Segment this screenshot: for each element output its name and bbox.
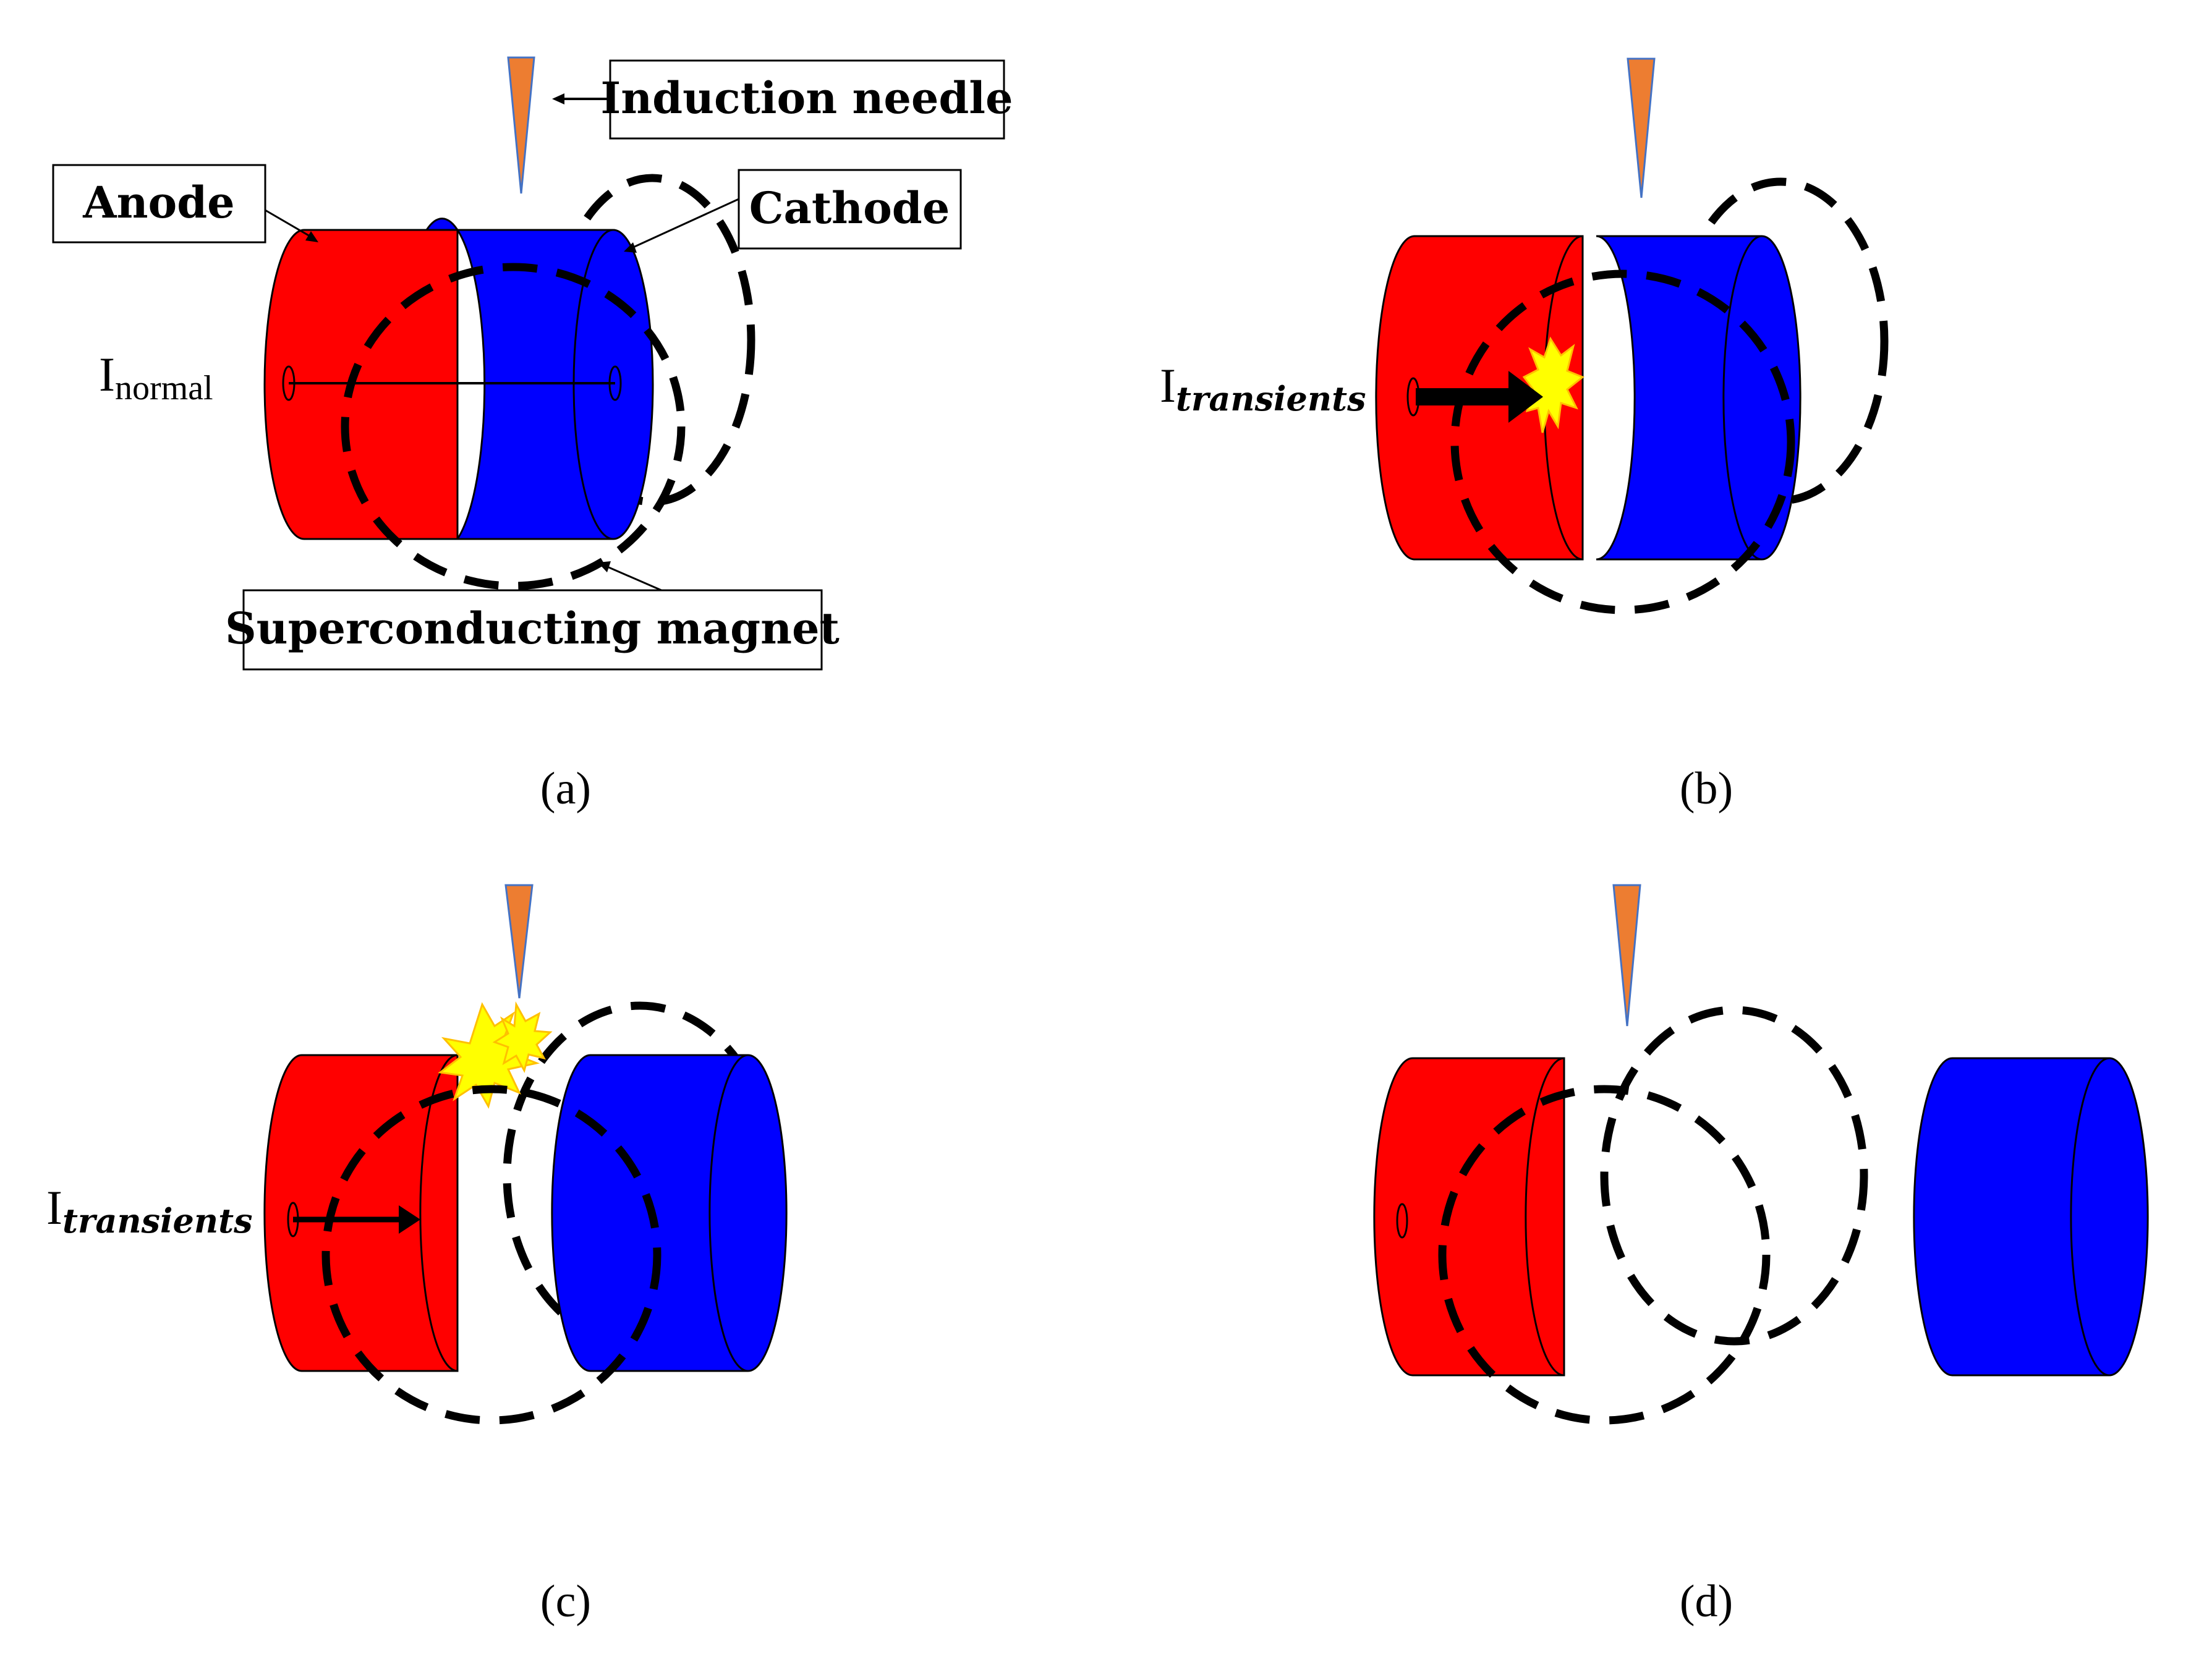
cathode-face-edge [2070, 1057, 2110, 1377]
anode-pointer-arrowhead [305, 231, 318, 242]
magnet-pointer-arrowhead [598, 561, 611, 572]
caption-a: (a) [540, 763, 591, 814]
magnet-coil-back [1600, 1006, 1868, 1346]
spark-icon-secondary [492, 1001, 553, 1074]
transient-current-arrowhead [399, 1205, 420, 1234]
anode-pointer-line [265, 209, 315, 240]
caption-b: (b) [1680, 763, 1733, 814]
anode-face-edge [1525, 1057, 1565, 1377]
anode-label-box [52, 164, 266, 244]
cathode-body [425, 218, 654, 540]
cathode-body [1596, 235, 1802, 561]
magnet-coil-back [549, 174, 755, 506]
induction-needle-label: Induction needle [600, 72, 1013, 124]
current-entry-marker [1396, 1203, 1408, 1239]
magnet-coil-front [341, 263, 686, 590]
induction-needle-icon [507, 56, 535, 194]
transient-current-label: Itransients [1160, 359, 1366, 418]
needle-pointer-arrowhead [552, 93, 564, 104]
magnet-coil-back [1672, 177, 1889, 505]
magnet-coil-front [321, 1085, 661, 1425]
panel-a: Induction needle Anode Cathode Supercond… [52, 56, 1013, 814]
magnet-label: Superconducting magnet [225, 603, 840, 654]
cathode-pointer-line [630, 198, 739, 250]
induction-needle-icon [1627, 57, 1656, 198]
transient-current-label: Itransients [46, 1181, 253, 1241]
transient-current-arrowhead [1508, 371, 1543, 423]
caption-c: (c) [540, 1576, 591, 1627]
magnet-label-box [242, 589, 823, 671]
panel-d: (d) [1373, 884, 2149, 1627]
anode-body [263, 1054, 459, 1372]
induction-needle-icon [1612, 884, 1641, 1027]
cathode-pointer-arrowhead [624, 242, 637, 253]
cathode-face-edge [1722, 235, 1763, 561]
magnet-coil-front [1438, 1085, 1771, 1425]
anode-body [1373, 1057, 1565, 1377]
caption-d: (d) [1680, 1576, 1733, 1627]
magnet-coil-front [1450, 269, 1795, 614]
cathode-body [551, 1054, 788, 1372]
cathode-label: Cathode [749, 182, 950, 234]
anode-face-edge [419, 1054, 458, 1372]
spark-icon [1522, 336, 1585, 433]
panel-b: Itransients (b) [1160, 57, 1889, 814]
magnet-pointer-line [604, 564, 662, 592]
panel-c: Itransients (c) [46, 884, 788, 1627]
cathode-face-edge [708, 1054, 749, 1372]
normal-current-label: Inormal [99, 347, 213, 407]
cathode-body [1913, 1057, 2149, 1377]
cathode-label-box [738, 169, 962, 250]
induction-needle-label-box [609, 59, 1005, 140]
anode-label: Anode [82, 177, 234, 228]
induction-needle-icon [504, 884, 534, 999]
